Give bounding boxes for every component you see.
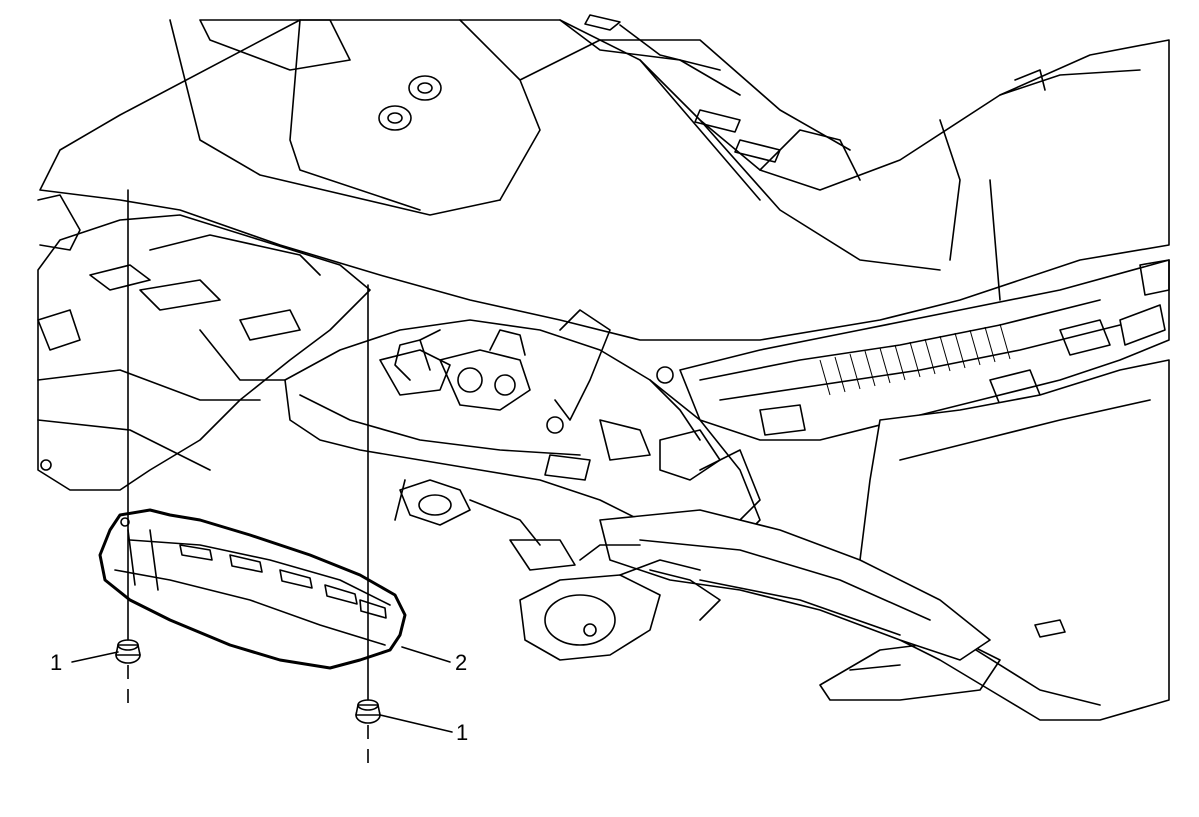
- lower-trim-panel: [98, 508, 407, 670]
- callout-label-panel: 2: [455, 650, 467, 675]
- right-duct-assembly: [679, 259, 1170, 441]
- callout-label-left-nut: 1: [50, 650, 62, 675]
- callout-label-right-nut: 1: [456, 720, 468, 745]
- left-nut: [115, 639, 141, 664]
- right-nut: [355, 699, 381, 724]
- lower-left-insulator: [37, 194, 371, 491]
- steering-column-assembly: [284, 309, 761, 541]
- fastener-alignment-lines: [127, 189, 369, 770]
- center-bracket: [394, 479, 576, 571]
- steering-shaft: [519, 509, 991, 661]
- callout-leaders: [71, 646, 453, 733]
- upper-dash-housing: [39, 14, 1170, 341]
